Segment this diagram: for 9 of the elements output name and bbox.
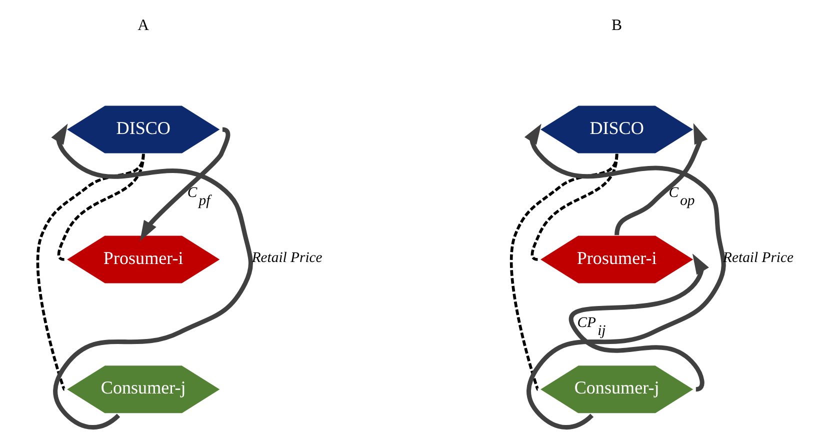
label: B [611, 16, 622, 34]
connector [509, 154, 618, 390]
arrow [139, 127, 230, 242]
connector [56, 154, 144, 261]
arrow [524, 124, 726, 430]
connector [36, 154, 144, 390]
arrow [50, 124, 252, 430]
label: A [137, 16, 149, 34]
arrow [568, 254, 708, 392]
